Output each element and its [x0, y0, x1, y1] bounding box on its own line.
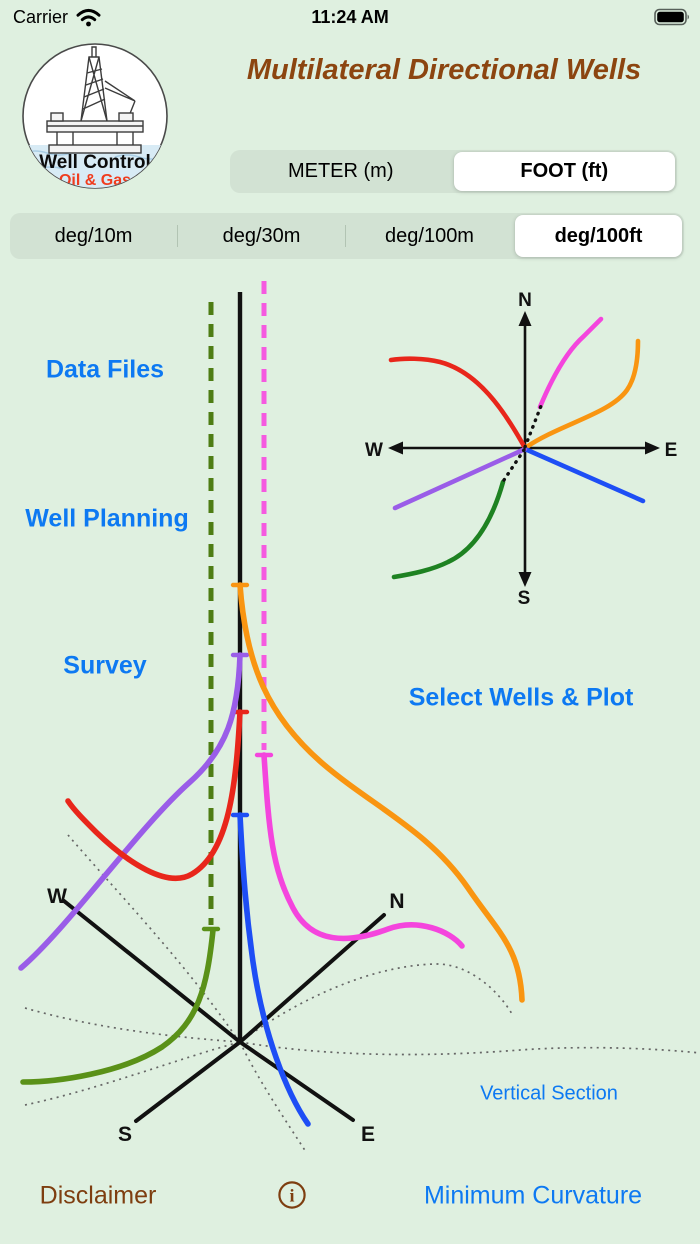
well-curve-purple: [18, 652, 243, 971]
compass-label-n: N: [518, 290, 532, 311]
axis3d-label-w: W: [47, 885, 67, 908]
segment-divider: [177, 225, 178, 247]
compass-kickoff-dotted: [500, 404, 543, 485]
minimum-curvature-button[interactable]: Minimum Curvature: [423, 1181, 643, 1210]
compass-arrowheads: [388, 311, 660, 587]
vertical-section-button[interactable]: Vertical Section: [480, 1082, 618, 1105]
status-bar: Carrier 11:24 AM: [0, 0, 700, 35]
battery-icon: [654, 8, 689, 26]
segment-deg-10m[interactable]: deg/10m: [54, 224, 133, 247]
trajectory-3d-plot: W N S E: [18, 281, 700, 1153]
logo-text-line2: Oil & Gas: [59, 172, 131, 189]
axis3d-label-e: E: [361, 1123, 375, 1146]
segment-deg-30m[interactable]: deg/30m: [222, 224, 301, 247]
well-curve-green: [20, 927, 216, 1085]
axis3d-label-n: N: [389, 890, 404, 913]
well-curve-red: [65, 709, 243, 882]
segment-deg-100m[interactable]: deg/100m: [385, 224, 474, 247]
compass-well-red: [388, 356, 528, 451]
projection-curves: [24, 834, 700, 1153]
survey-button[interactable]: Survey: [63, 651, 147, 680]
compass-well-green: [391, 479, 506, 580]
dls-segmented-control: deg/10m deg/30m deg/100m deg/100ft: [10, 213, 684, 259]
compass-well-blue: [522, 446, 646, 504]
unit-segmented-control: METER (m) FOOT (ft): [230, 150, 677, 193]
axes-3d: [62, 899, 386, 1123]
segment-deg-100ft[interactable]: deg/100ft: [515, 215, 682, 257]
axis3d-label-s: S: [118, 1123, 132, 1146]
compass-label-s: S: [518, 588, 531, 609]
carrier-label: Carrier: [13, 7, 69, 27]
segment-divider: [345, 225, 346, 247]
wifi-icon: [76, 8, 101, 27]
well-curve-orange: [237, 582, 525, 1003]
well-control-logo: Well Control Oil & Gas: [22, 43, 168, 189]
well-curve-magenta: [261, 752, 465, 949]
compass-plot: N S W E: [365, 290, 677, 609]
status-clock: 11:24 AM: [311, 7, 389, 27]
drilling-rig-drawing: [46, 46, 144, 154]
info-button[interactable]: i: [276, 1179, 308, 1211]
well-planning-button[interactable]: Well Planning: [25, 504, 189, 533]
logo-text-line1: Well Control: [39, 152, 151, 173]
compass-well-magenta: [537, 316, 604, 410]
info-icon: i: [289, 1186, 294, 1206]
compass-label-w: W: [365, 440, 383, 461]
page-title: Multilateral Directional Wells: [246, 54, 642, 86]
compass-label-e: E: [665, 440, 678, 461]
disclaimer-button[interactable]: Disclaimer: [39, 1181, 157, 1210]
segment-foot[interactable]: FOOT (ft): [453, 152, 675, 191]
segment-meter[interactable]: METER (m): [287, 160, 394, 182]
data-files-button[interactable]: Data Files: [45, 355, 165, 384]
compass-well-purple: [392, 446, 528, 511]
select-wells-plot-button[interactable]: Select Wells & Plot: [408, 683, 634, 712]
well-curve-blue: [237, 812, 311, 1127]
compass-well-orange: [522, 338, 641, 451]
